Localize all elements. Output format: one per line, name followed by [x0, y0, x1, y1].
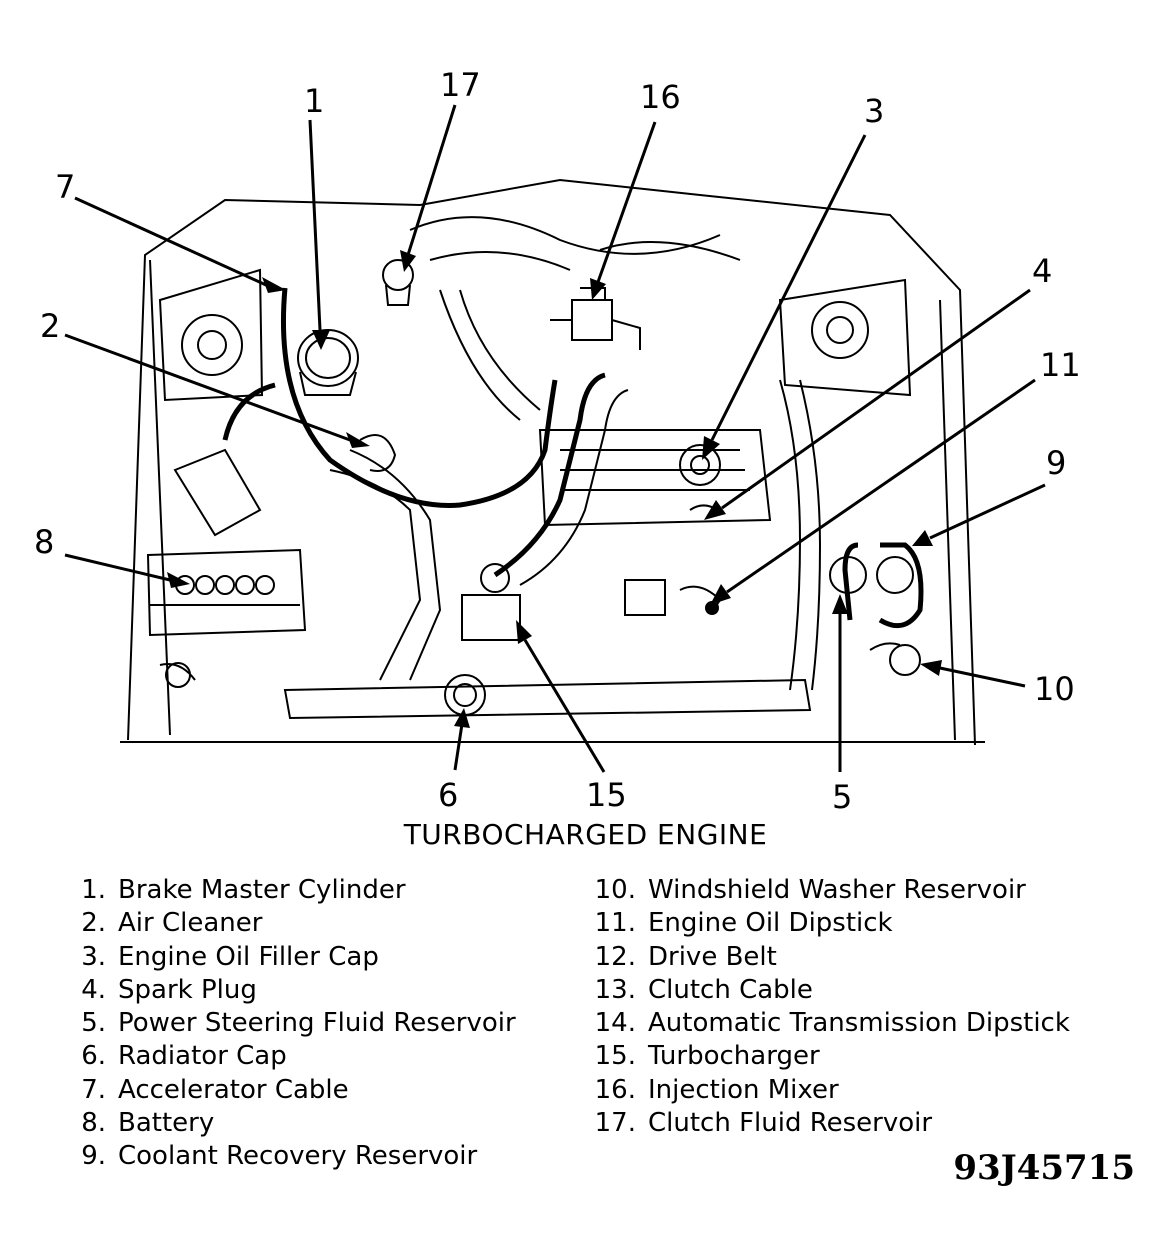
callout-1: 1 [304, 82, 324, 120]
legend-item: 15.Turbocharger [594, 1041, 820, 1072]
callout-3: 3 [864, 92, 884, 130]
callout-11: 11 [1040, 346, 1081, 384]
callout-6: 6 [438, 776, 458, 814]
callout-leaders [64, 104, 1046, 773]
legend-item: 2.Air Cleaner [81, 908, 263, 939]
diagram-caption: TURBOCHARGED ENGINE [403, 818, 768, 851]
figure-id: 93J45715 [953, 1148, 1135, 1188]
legend-item: 8.Battery [81, 1108, 215, 1139]
callout-17: 17 [440, 66, 481, 104]
callout-10: 10 [1034, 670, 1075, 708]
legend-item: 14.Automatic Transmission Dipstick [594, 1008, 1070, 1039]
legend-left-column: 1.Brake Master Cylinder 2.Air Cleaner 3.… [64, 874, 516, 1174]
legend-item: 7.Accelerator Cable [81, 1074, 349, 1105]
callout-8: 8 [34, 523, 54, 561]
legend-item: 12.Drive Belt [594, 941, 777, 972]
legend-item: 6.Radiator Cap [81, 1041, 287, 1072]
legend-item: 1.Brake Master Cylinder [81, 875, 406, 905]
callout-9: 9 [1046, 444, 1066, 482]
legend-item: 5.Power Steering Fluid Reservoir [81, 1008, 516, 1039]
callout-labels: 1 17 16 3 7 4 2 11 9 8 10 6 15 5 [34, 66, 1081, 816]
callout-15: 15 [586, 776, 627, 814]
callout-4: 4 [1032, 252, 1052, 290]
callout-2: 2 [40, 307, 60, 345]
legend-right-column: 10.Windshield Washer Reservoir 11.Engine… [584, 874, 1070, 1140]
engine-bay-drawing [120, 178, 985, 746]
legend-item: 10.Windshield Washer Reservoir [594, 875, 1026, 905]
callout-5: 5 [832, 778, 852, 816]
legend-item: 11.Engine Oil Dipstick [594, 908, 893, 939]
engine-bay-illustration: 1 17 16 3 7 4 2 11 9 8 10 6 15 5 [34, 66, 1081, 816]
legend-item: 4.Spark Plug [81, 974, 257, 1005]
legend-item: 17.Clutch Fluid Reservoir [594, 1108, 933, 1139]
legend-item: 13.Clutch Cable [594, 974, 813, 1005]
legend-item: 3.Engine Oil Filler Cap [81, 941, 379, 972]
callout-16: 16 [640, 78, 681, 116]
legend-item: 9.Coolant Recovery Reservoir [81, 1141, 478, 1172]
legend-item: 16.Injection Mixer [594, 1074, 839, 1105]
callout-7: 7 [55, 168, 75, 206]
